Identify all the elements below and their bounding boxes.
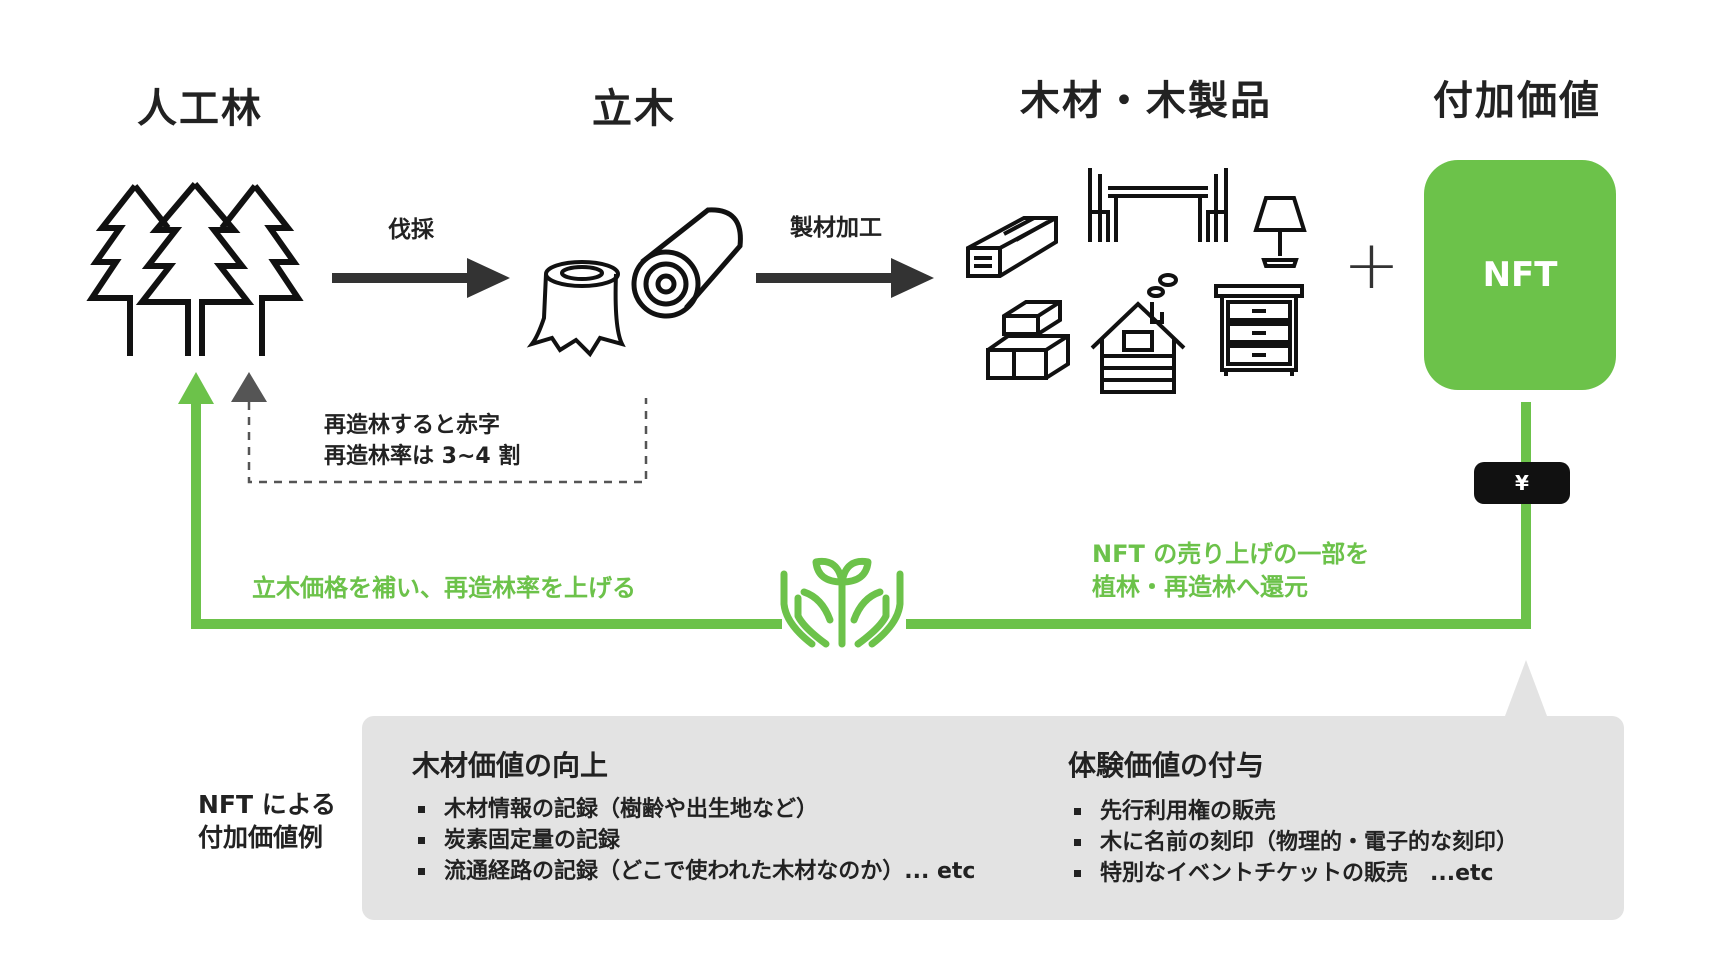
logging-label: 伐採 [388,217,434,243]
heading-added-value: 付加価値 [1433,78,1601,124]
stacked-lumber-icon [986,300,1070,380]
table-chairs-icon [1088,168,1228,242]
list-item: 炭素固定量の記録 [412,825,975,856]
deficit-note-line-1: 再造林すると赤字 [324,413,501,438]
heading-timber-products: 木材・木製品 [1020,78,1272,124]
heading-standing-tree: 立木 [592,86,676,132]
cycle-right-text: NFT の売り上げの一部を 植林・再造林へ還元 [1092,538,1369,604]
processing-arrow [756,258,934,298]
examples-side-label-line-1: NFT による [198,790,337,819]
cycle-right-line-1: NFT の売り上げの一部を [1092,540,1370,568]
log-icon [631,207,743,319]
experience-value-list: 先行利用権の販売 木に名前の刻印（物理的・電子的な刻印） 特別なイベントチケット… [1068,796,1518,889]
list-item: 木に名前の刻印（物理的・電子的な刻印） [1068,827,1518,858]
sprout-hands-icon [780,557,904,648]
heading-forest: 人工林 [137,86,263,132]
cycle-right-line-2: 植林・再造林へ還元 [1092,573,1308,601]
deficit-note: 再造林すると赤字 再造林率は 3~4 割 [324,410,520,472]
logging-arrow [332,258,510,298]
plus-sign: + [1343,226,1400,305]
stump-icon [526,260,626,358]
dresser-icon [1214,284,1304,376]
list-item: 特別なイベントチケットの販売 ...etc [1068,858,1518,889]
cycle-left-text: 立木価格を補い、再造林率を上げる [252,574,636,602]
list-item: 先行利用権の販売 [1068,796,1518,827]
experience-value-title: 体験価値の付与 [1068,749,1265,782]
examples-side-label: NFT による 付加価値例 [198,788,336,854]
list-item: 木材情報の記録（樹齢や出生地など） [412,794,975,825]
yen-badge: ¥ [1474,462,1570,504]
list-item: 流通経路の記録（どこで使われた木材なのか）... etc [412,856,975,887]
timber-value-list: 木材情報の記録（樹齢や出生地など） 炭素固定量の記録 流通経路の記録（どこで使わ… [412,794,975,887]
lumber-icon [966,216,1058,278]
nft-box: NFT [1424,160,1616,390]
examples-panel: 木材価値の向上 木材情報の記録（樹齢や出生地など） 炭素固定量の記録 流通経路の… [362,716,1624,920]
deficit-note-line-2: 再造林率は 3~4 割 [324,444,521,469]
examples-side-label-line-2: 付加価値例 [198,823,324,852]
lamp-icon [1253,196,1307,268]
tree-icon [86,182,304,356]
processing-label: 製材加工 [790,215,882,241]
log-cabin-icon [1090,273,1186,394]
timber-value-title: 木材価値の向上 [412,749,609,782]
